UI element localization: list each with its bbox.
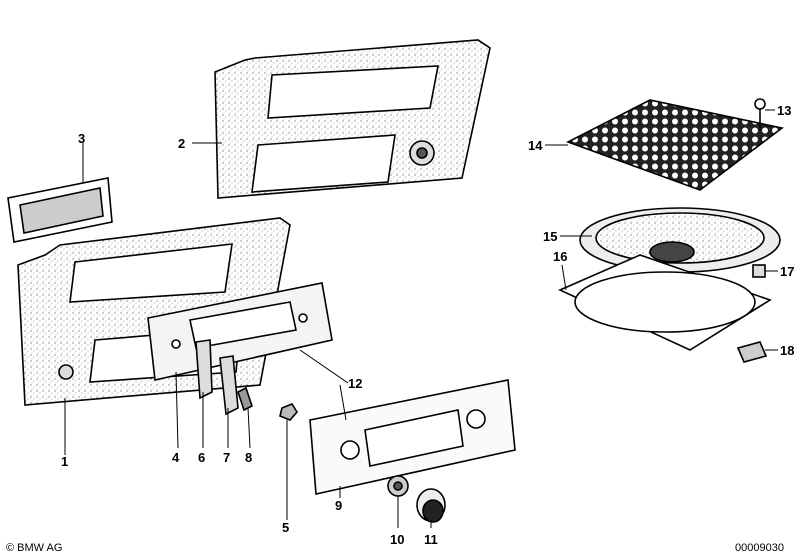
- callout-11: 11: [424, 532, 438, 547]
- mounting-frame: [147, 282, 333, 381]
- callout-15: 15: [543, 229, 557, 244]
- speaker: [579, 207, 781, 273]
- callout-18: 18: [780, 343, 794, 358]
- callout-17: 17: [780, 264, 794, 279]
- copyright-text: © BMW AG: [6, 542, 62, 554]
- speaker-frame: [558, 254, 772, 351]
- leader-lines: [64, 109, 778, 528]
- callout-13: 13: [777, 103, 791, 118]
- grille-screw: [754, 98, 766, 130]
- callout-4: 4: [172, 450, 180, 465]
- callout-16: 16: [553, 249, 567, 264]
- bracket-right: [219, 355, 239, 416]
- upper-rear-panel: [214, 39, 491, 199]
- callout-3: 3: [78, 131, 85, 146]
- callout-14: 14: [528, 138, 543, 153]
- callout-10: 10: [390, 532, 404, 547]
- callout-9: 9: [335, 498, 342, 513]
- bracket-left: [195, 339, 213, 400]
- front-trim-panel: [309, 379, 516, 495]
- speaker-grille: [566, 99, 784, 191]
- callout-6: 6: [198, 450, 205, 465]
- screw: [237, 386, 253, 412]
- callout-2: 2: [178, 136, 185, 151]
- knob: [416, 488, 446, 523]
- callout-7: 7: [223, 450, 230, 465]
- knob-adapter: [387, 475, 409, 497]
- clip: [736, 341, 768, 363]
- callout-5: 5: [282, 520, 289, 535]
- callout-12: 12: [348, 376, 362, 391]
- callout-1: 1: [61, 454, 68, 469]
- spacer: [752, 264, 766, 278]
- nut: [279, 403, 298, 421]
- small-bezel: [7, 177, 113, 243]
- callout-8: 8: [245, 450, 252, 465]
- diagram-number: 00009030: [735, 542, 784, 554]
